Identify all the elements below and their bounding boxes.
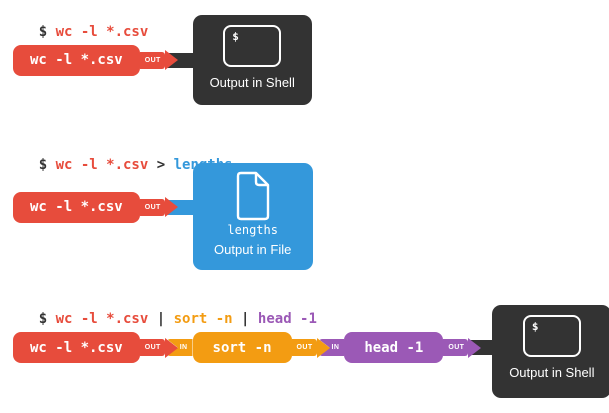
file-output-box: lengths Output in File xyxy=(192,163,313,270)
out-port-label: OUT xyxy=(291,339,317,356)
prompt-command-sort: sort -n xyxy=(173,311,233,327)
out-port-label: OUT xyxy=(139,198,165,216)
out-port-label: OUT xyxy=(139,51,165,69)
command-block-wc: wc -l *.csv OUT xyxy=(13,44,178,76)
redirect-operator: > xyxy=(148,157,174,173)
command-block-label: head -1 xyxy=(344,332,444,363)
prompt-line-3: $ wc -l *.csv | sort -n | head -1 xyxy=(5,295,317,343)
pipe-arrow-icon xyxy=(164,337,178,358)
shell-output-label: Output in Shell xyxy=(209,75,295,90)
prompt-line-1: $ wc -l *.csv xyxy=(5,8,149,56)
prompt-command-wc: wc -l *.csv xyxy=(55,311,149,327)
pipe-arrow-icon xyxy=(164,50,178,70)
command-block-wc: wc -l *.csv OUT xyxy=(13,191,178,223)
document-icon xyxy=(236,171,269,221)
terminal-prompt: $ xyxy=(232,30,239,43)
command-block-label: sort -n xyxy=(192,332,292,363)
pipe-arrow-icon xyxy=(164,197,178,217)
file-output-label: Output in File xyxy=(214,242,292,257)
pipeline-row-2: wc -l *.csv OUT lengths Output in File xyxy=(13,163,313,270)
command-block-sort: IN sort -n OUT xyxy=(166,332,330,363)
shell-output-label: Output in Shell xyxy=(509,365,595,380)
out-port-label: OUT xyxy=(443,339,469,356)
prompt-command-wc: wc -l *.csv xyxy=(55,157,149,173)
command-block-label: wc -l *.csv xyxy=(13,191,140,223)
shell-output-box: $ Output in Shell xyxy=(492,305,609,398)
pipe-operator: | xyxy=(232,311,258,327)
pipe-operator: | xyxy=(148,311,174,327)
command-block-label: wc -l *.csv xyxy=(13,44,140,76)
terminal-window-icon: $ xyxy=(522,315,581,357)
command-block-label: wc -l *.csv xyxy=(13,332,140,363)
prompt-command-wc: wc -l *.csv xyxy=(55,24,149,40)
pipe-arrow-icon xyxy=(468,337,482,358)
shell-output-box: $ Output in Shell xyxy=(192,15,312,105)
shell-prompt-symbol: $ xyxy=(38,24,56,40)
pipe-arrow-icon xyxy=(316,337,330,358)
command-block-head: IN head -1 OUT xyxy=(318,332,482,363)
pipeline-row-3: wc -l *.csv OUT IN sort -n OUT IN head -… xyxy=(13,305,609,398)
shell-prompt-symbol: $ xyxy=(38,311,56,327)
terminal-window-icon: $ xyxy=(223,25,282,67)
out-port-label: OUT xyxy=(139,339,165,356)
shell-prompt-symbol: $ xyxy=(38,157,56,173)
prompt-command-head: head -1 xyxy=(257,311,317,327)
command-block-wc: wc -l *.csv OUT xyxy=(13,332,178,363)
pipeline-row-1: wc -l *.csv OUT $ Output in Shell xyxy=(13,15,312,105)
terminal-prompt: $ xyxy=(531,320,539,333)
file-name-label: lengths xyxy=(227,223,278,237)
